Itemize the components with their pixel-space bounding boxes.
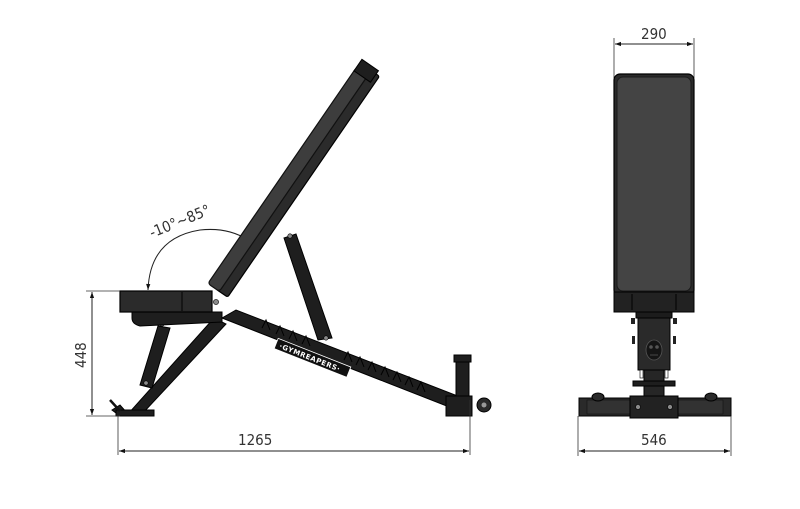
length-label: 1265 [238, 431, 272, 449]
brand-plate [273, 337, 352, 378]
seat [119, 290, 223, 327]
wheel-icon [481, 402, 487, 408]
base-width-dimension: 546 [579, 431, 730, 454]
back-strut [283, 233, 333, 341]
front-struts [109, 317, 227, 417]
main-rail: ·GYMREAPERS· [220, 309, 469, 413]
backrest [208, 58, 380, 297]
pad-width-dimension: 290 [615, 25, 693, 47]
rear-post [445, 354, 492, 417]
length-dimension: 1265 [119, 431, 469, 454]
skull-logo-icon [645, 339, 663, 361]
base-width-label: 546 [641, 431, 667, 449]
side-view: -10°~85° ·GYMREAPERS· [72, 58, 492, 455]
front-view: 290 [577, 25, 732, 456]
height-dimension: 448 [72, 292, 95, 415]
height-label: 448 [72, 342, 90, 368]
pad-width-label: 290 [641, 25, 667, 43]
